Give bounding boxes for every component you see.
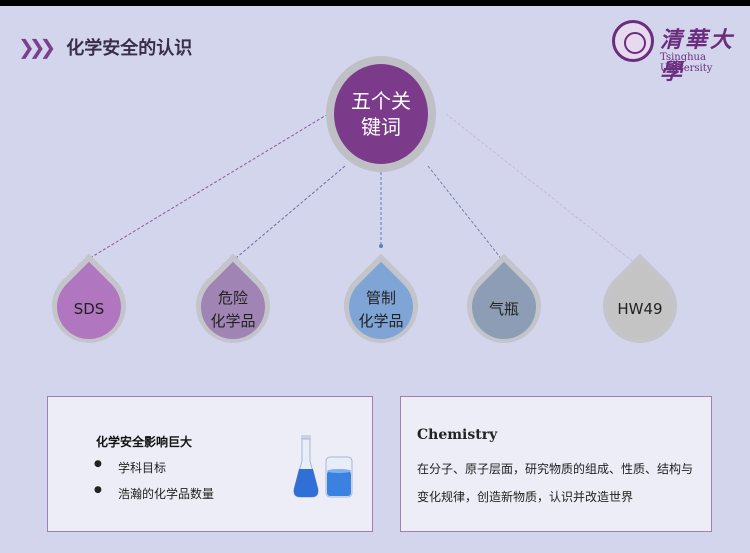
drop-hw49: HW49 [587,251,693,371]
drop-controlled-chemicals: 管制 化学品 [328,251,434,371]
slide: ❯❯❯ 化学安全的认识 清華大學 Tsinghua University 五个关… [0,6,750,553]
hub-line-1: 五个关 [351,89,411,113]
lab-glassware-icon [293,435,353,498]
connector-hw49 [445,113,637,265]
logo-name-en: Tsinghua University [660,52,713,74]
connector-dot [379,244,383,248]
page-title: 化学安全的认识 [66,38,193,59]
drop-label: SDS [73,300,105,318]
drop-label: 管制 化学品 [358,289,404,330]
header: ❯❯❯ 化学安全的认识 [18,34,192,60]
connector-sds [89,113,329,259]
list-item: 浩瀚的化学品数量 [94,485,214,502]
keywords-hub: 五个关 键词 [326,56,436,172]
connector-cylinder [427,165,504,262]
chevron-icon: ❯❯❯ [18,35,56,59]
drop-sds: SDS [36,251,142,371]
connector-hazardous [235,165,346,259]
impact-box: 化学安全影响巨大 学科目标 浩瀚的化学品数量 [47,396,373,532]
drop-label: 气瓶 [488,300,519,318]
chemistry-heading: Chemistry [417,427,498,443]
drop-gas-cylinder: 气瓶 [451,251,557,371]
drop-label: 危险 化学品 [210,289,256,330]
keywords-hub-inner: 五个关 键词 [334,64,428,164]
chemistry-description: 在分子、原子层面，研究物质的组成、性质、结构与变化规律，创造新物质，认识并改造世… [417,462,694,504]
drop-label: HW49 [617,300,663,318]
chemistry-box: Chemistry 在分子、原子层面，研究物质的组成、性质、结构与变化规律，创造… [400,396,712,532]
hub-line-2: 键词 [361,115,401,139]
university-logo: 清華大學 Tsinghua University [612,20,742,85]
drop-hazardous-chemicals: 危险 化学品 [180,251,286,371]
seal-icon [612,20,654,62]
impact-heading: 化学安全影响巨大 [96,435,193,449]
logo-name-cn: 清華大學 [660,27,736,85]
list-item: 学科目标 [94,459,166,476]
